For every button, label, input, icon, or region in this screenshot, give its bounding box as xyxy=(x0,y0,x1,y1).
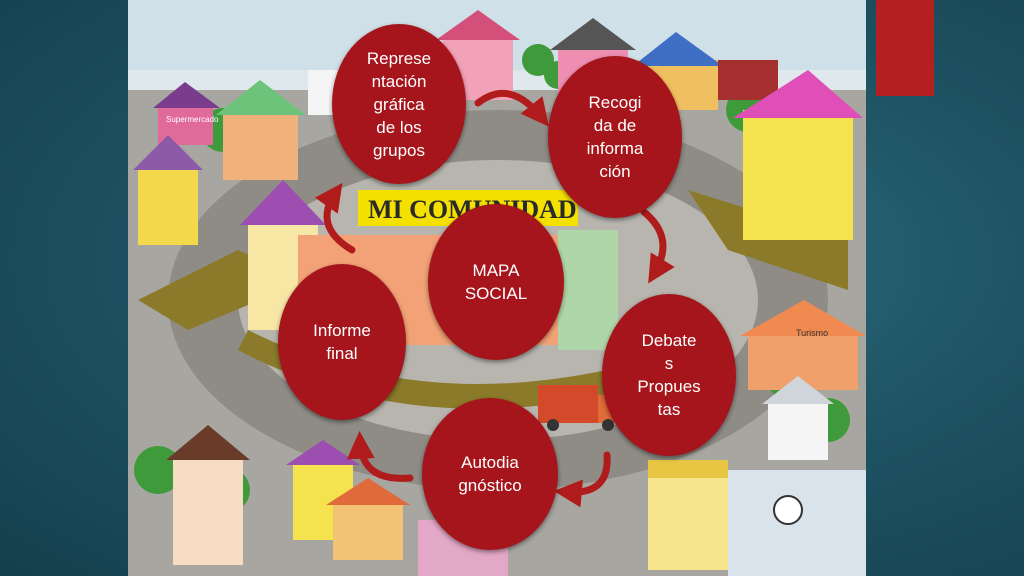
tourism-sign: Turismo xyxy=(796,328,828,338)
node-informe-label: Informe final xyxy=(313,321,371,363)
node-representacion-grafica: Represe ntación gráfica de los grupos xyxy=(332,24,466,184)
node-recogida-informacion: Recogi da de informa ción xyxy=(548,56,682,218)
node-informe-final: Informe final xyxy=(278,264,406,420)
node-debates-propuestas: Debate s Propues tas xyxy=(602,294,736,456)
node-autodiagnostico: Autodia gnóstico xyxy=(422,398,558,550)
node-recogida-label: Recogi da de informa ción xyxy=(586,93,644,181)
node-mapa-social-center: MAPA SOCIAL xyxy=(428,204,564,360)
supermarket-sign: Supermercado xyxy=(166,115,219,124)
node-debates-label: Debate s Propues tas xyxy=(637,331,701,419)
node-center-label: MAPA SOCIAL xyxy=(464,261,528,303)
node-representacion-label: Represe ntación gráfica de los grupos xyxy=(366,48,432,160)
accent-bar xyxy=(876,0,934,96)
node-autodiagnostico-label: Autodia gnóstico xyxy=(458,453,522,495)
